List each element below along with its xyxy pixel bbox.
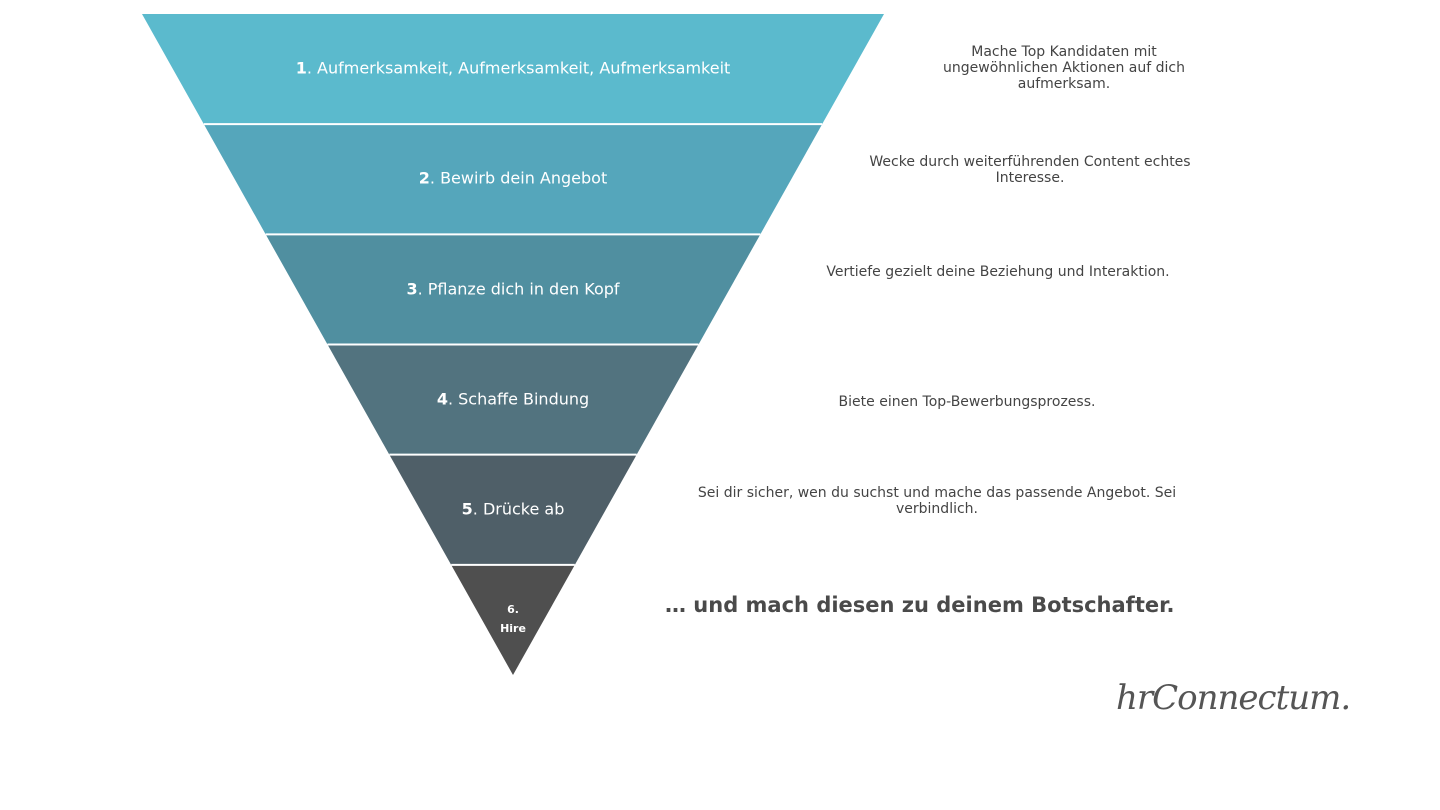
funnel-stage-2 [203, 124, 823, 235]
stage-5-label: 5. Drücke ab [461, 499, 565, 519]
stage-4-description: Biete einen Top-Bewerbungsprozess. [838, 394, 1096, 410]
stage-5-description: Sei dir sicher, wen du suchst und mache … [697, 485, 1177, 517]
funnel-stage-4 [327, 344, 699, 455]
stage-2-description: Wecke durch weiterführenden Content echt… [869, 154, 1191, 186]
stage-6-label: 6.Hire [500, 603, 526, 635]
funnel-stage-3 [265, 234, 761, 345]
stage-1-description: Mache Top Kandidaten mit ungewöhnlichen … [943, 44, 1185, 92]
stage-3-label: 3. Pflanze dich in den Kopf [406, 279, 620, 299]
stage-2-label: 2. Bewirb dein Angebot [418, 168, 608, 188]
funnel-stage-1 [142, 14, 884, 125]
final-statement: … und mach diesen zu deinem Botschafter. [665, 593, 1175, 617]
stage-1-label: 1. Aufmerksamkeit, Aufmerksamkeit, Aufme… [295, 58, 731, 78]
funnel-stage-5 [389, 454, 637, 565]
funnel-stage-6 [451, 564, 575, 675]
stage-3-description: Vertiefe gezielt deine Beziehung und Int… [826, 264, 1170, 280]
stage-4-label: 4. Schaffe Bindung [436, 389, 590, 409]
hrconnectum-logo: hrConnectum. [1116, 678, 1351, 718]
